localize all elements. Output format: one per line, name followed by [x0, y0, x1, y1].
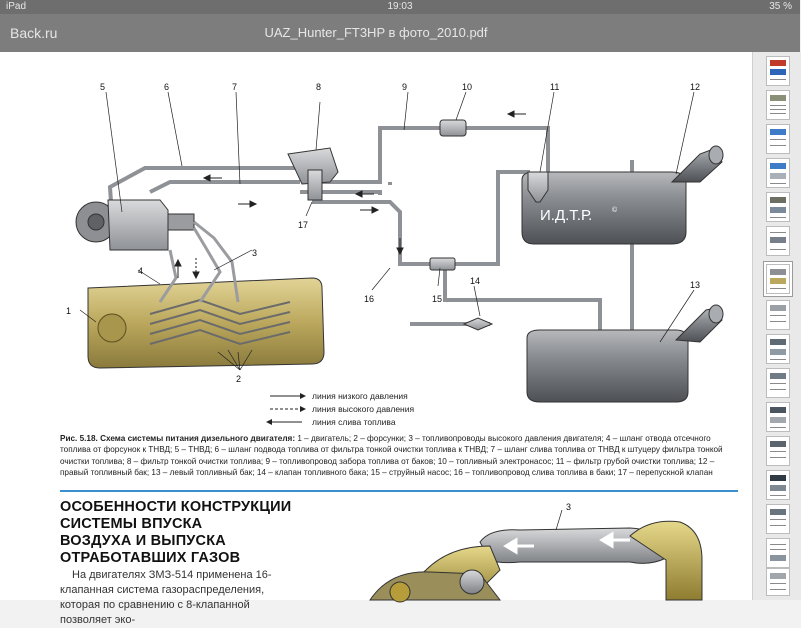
- callout-10: 10: [462, 82, 472, 92]
- callout-16: 16: [364, 294, 374, 304]
- page-thumbnail[interactable]: [766, 436, 790, 466]
- legend-drain: линия слива топлива: [312, 417, 396, 427]
- jet-pump: [429, 257, 456, 271]
- callout-leaders: [79, 91, 695, 371]
- callout-5: 5: [100, 82, 105, 92]
- heading-line-1: ОСОБЕННОСТИ КОНСТРУКЦИИ: [60, 499, 292, 515]
- callout-9: 9: [402, 82, 407, 92]
- page-thumbnail[interactable]: [766, 470, 790, 500]
- fine-fuel-filter: [287, 147, 339, 201]
- back-button[interactable]: Back.ru: [10, 25, 58, 41]
- page-thumbnail[interactable]: [766, 334, 790, 364]
- tank-label: И.Д.Т.Р.: [540, 207, 592, 224]
- page-thumbnail-strip[interactable]: [752, 52, 801, 600]
- callout-1: 1: [66, 306, 71, 316]
- battery-level: 35 %: [769, 1, 792, 12]
- callout-3: 3: [252, 248, 257, 258]
- heading-line-3: ВОЗДУХА И ВЫПУСКА: [60, 533, 226, 549]
- figure2-callout-3: 3: [566, 502, 571, 512]
- page-thumbnail-current[interactable]: [764, 262, 792, 296]
- page-thumbnail[interactable]: [766, 192, 790, 222]
- page-thumbnail[interactable]: [766, 368, 790, 398]
- carrier-label: iPad: [6, 1, 27, 12]
- heading-line-4: ОТРАБОТАВШИХ ГАЗОВ: [60, 550, 241, 566]
- page-thumbnail[interactable]: [766, 158, 790, 188]
- section-heading: ОСОБЕННОСТИ КОНСТРУКЦИИ СИСТЕМЫ ВПУСКА В…: [60, 499, 320, 567]
- section-divider: [60, 490, 738, 492]
- engine: [87, 277, 325, 369]
- body-paragraph: На двигателях ЗМЗ-514 применена 16-клапа…: [60, 569, 272, 626]
- callout-numbers: 1 2 3 4 5 6 7 8 9 10 11 12 13 14 15 16 1…: [66, 82, 700, 384]
- injection-pump: [75, 199, 195, 251]
- right-fuel-tank: И.Д.Т.Р. ©: [521, 145, 724, 245]
- figure-caption: Рис. 5.18. Схема системы питания дизельн…: [60, 433, 740, 479]
- page-thumbnail[interactable]: [766, 90, 790, 120]
- callout-17: 17: [298, 220, 308, 230]
- high-pressure-lines: [158, 220, 240, 303]
- caption-title: Рис. 5.18. Схема системы питания дизельн…: [60, 434, 296, 443]
- left-fuel-tank: [526, 304, 724, 403]
- page-thumbnail[interactable]: [766, 504, 790, 534]
- legend: линия низкого давления линия высокого да…: [266, 391, 414, 427]
- arrow-icon: [599, 531, 630, 549]
- callout-13: 13: [690, 280, 700, 290]
- callout-6: 6: [164, 82, 169, 92]
- coarse-fuel-filter: [527, 171, 549, 203]
- tank-valve: [462, 317, 494, 331]
- callout-11: 11: [550, 82, 559, 92]
- tank-label-mark: ©: [612, 206, 618, 214]
- page-thumbnail[interactable]: [766, 124, 790, 154]
- viewer-toolbar: Back.ru UAZ_Hunter_FT3HP в фото_2010.pdf: [0, 14, 800, 52]
- status-bar: iPad 19:03 35 %: [0, 0, 800, 14]
- page-thumbnail[interactable]: [766, 56, 790, 86]
- callout-14: 14: [470, 276, 480, 286]
- callout-15: 15: [432, 294, 442, 304]
- page-thumbnail[interactable]: [766, 300, 790, 330]
- document-title: UAZ_Hunter_FT3HP в фото_2010.pdf: [264, 25, 488, 40]
- callout-12: 12: [690, 82, 700, 92]
- callout-7: 7: [232, 82, 237, 92]
- page-thumbnail[interactable]: [766, 538, 790, 568]
- page-thumbnail[interactable]: [766, 402, 790, 432]
- arrow-icon: [503, 537, 534, 555]
- legend-high-pressure: линия высокого давления: [312, 404, 414, 414]
- legend-low-pressure: линия низкого давления: [312, 391, 408, 401]
- callout-2: 2: [236, 374, 241, 384]
- caption-text: 1 – двигатель; 2 – форсунки; 3 – топливо…: [60, 434, 723, 478]
- page-thumbnail[interactable]: [766, 226, 790, 256]
- clock: 19:03: [387, 1, 413, 12]
- page-thumbnail[interactable]: [766, 568, 790, 596]
- intake-exhaust-figure: 3: [369, 502, 703, 603]
- callout-8: 8: [316, 82, 321, 92]
- heading-line-2: СИСТЕМЫ ВПУСКА: [60, 516, 203, 532]
- pdf-page[interactable]: И.Д.Т.Р. ©: [0, 52, 752, 626]
- fuel-system-diagram: И.Д.Т.Р. ©: [66, 82, 724, 427]
- arrow-icon: [174, 110, 526, 280]
- callout-4: 4: [138, 266, 143, 276]
- electric-fuel-pump: [439, 119, 467, 137]
